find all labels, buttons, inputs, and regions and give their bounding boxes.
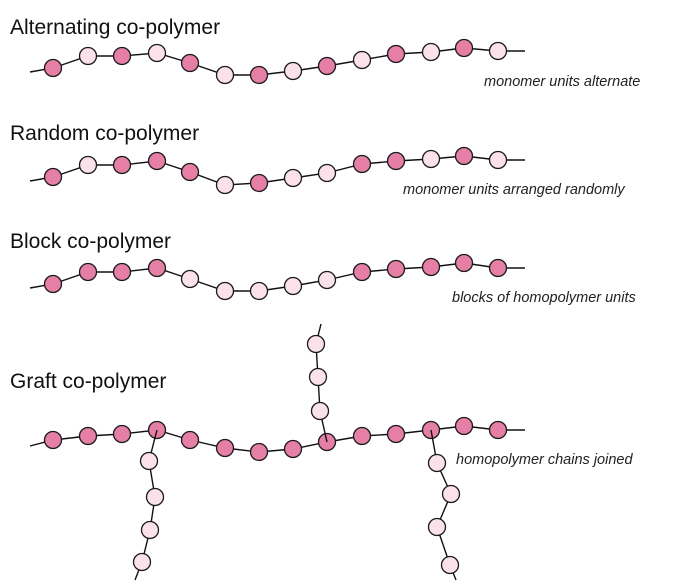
branch-bead-light [308,367,328,387]
backbone-bond [29,262,525,292]
branch-bead-light [145,487,165,507]
monomer-bead-dark [112,424,132,444]
monomer-bead-light [249,281,269,301]
graft-branches [132,323,461,581]
monomer-bead-dark [249,173,269,193]
monomer-bead-light [215,281,235,301]
branch-bead-light [427,453,447,473]
monomer-bead-dark [454,253,474,273]
monomer-bead-light [317,270,337,290]
monomer-bead-dark [488,420,508,440]
backbone-bond [29,47,525,76]
monomer-bead-dark [249,442,269,462]
monomer-bead-dark [283,439,303,459]
branch-bead-light [440,555,460,575]
monomer-bead-light [421,42,441,62]
monomer-bead-dark [112,46,132,66]
monomer-bead-dark [215,438,235,458]
monomer-bead-dark [421,257,441,277]
monomer-bead-dark [249,65,269,85]
monomer-bead-dark [112,262,132,282]
monomer-bead-light [180,269,200,289]
branch-bead-light [441,484,461,504]
polymer-chain [29,253,525,301]
monomer-bead-dark [43,430,63,450]
monomer-bead-dark [147,258,167,278]
panel-caption: blocks of homopolymer units [452,290,636,306]
monomer-bead-light [78,155,98,175]
panel-caption: monomer units alternate [484,74,640,90]
monomer-bead-light [352,50,372,70]
monomer-bead-dark [180,430,200,450]
monomer-bead-dark [78,262,98,282]
panel-title: Block co-polymer [10,230,171,253]
branch-bead-light [132,552,152,572]
backbone-bond [29,425,525,453]
monomer-bead-light [283,168,303,188]
monomer-bead-dark [43,58,63,78]
monomer-bead-dark [454,38,474,58]
monomer-bead-dark [386,424,406,444]
backbone-bond [29,155,525,186]
branch-bead-light [310,401,330,421]
monomer-bead-dark [386,44,406,64]
polymer-chain [29,146,525,195]
monomer-bead-dark [352,154,372,174]
monomer-bead-dark [43,167,63,187]
polymer-chain [29,416,525,462]
panel-alternating: Alternating co-polymer monomer units alt… [10,16,640,90]
panel-graft: Graft co-polymer homopolymer chains join… [10,323,633,581]
polymer-chain [29,38,525,85]
monomer-bead-dark [454,416,474,436]
branch-bead-light [427,517,447,537]
monomer-bead-light [215,175,235,195]
monomer-bead-dark [454,146,474,166]
monomer-bead-dark [488,258,508,278]
panel-block: Block co-polymer blocks of homopolymer u… [10,230,636,306]
panel-caption: monomer units arranged randomly [403,182,625,198]
monomer-bead-dark [386,151,406,171]
monomer-bead-dark [386,259,406,279]
panel-title: Random co-polymer [10,122,199,145]
monomer-bead-light [147,43,167,63]
monomer-bead-dark [352,262,372,282]
branch-bead-light [306,334,326,354]
monomer-bead-light [283,61,303,81]
panel-caption: homopolymer chains joined [456,452,633,468]
monomer-bead-dark [147,151,167,171]
monomer-bead-light [317,163,337,183]
monomer-bead-light [215,65,235,85]
branch-bead-light [140,520,160,540]
branch-bead-light [139,451,159,471]
monomer-bead-dark [43,274,63,294]
monomer-bead-dark [78,426,98,446]
monomer-bead-dark [112,155,132,175]
monomer-bead-dark [352,426,372,446]
monomer-bead-dark [317,56,337,76]
monomer-bead-dark [180,162,200,182]
panel-title: Graft co-polymer [10,370,166,393]
panel-random: Random co-polymer monomer units arranged… [10,122,625,198]
panel-title: Alternating co-polymer [10,16,220,39]
monomer-bead-light [488,41,508,61]
monomer-bead-dark [180,53,200,73]
monomer-bead-light [421,149,441,169]
monomer-bead-light [488,150,508,170]
monomer-bead-light [78,46,98,66]
monomer-bead-light [283,276,303,296]
